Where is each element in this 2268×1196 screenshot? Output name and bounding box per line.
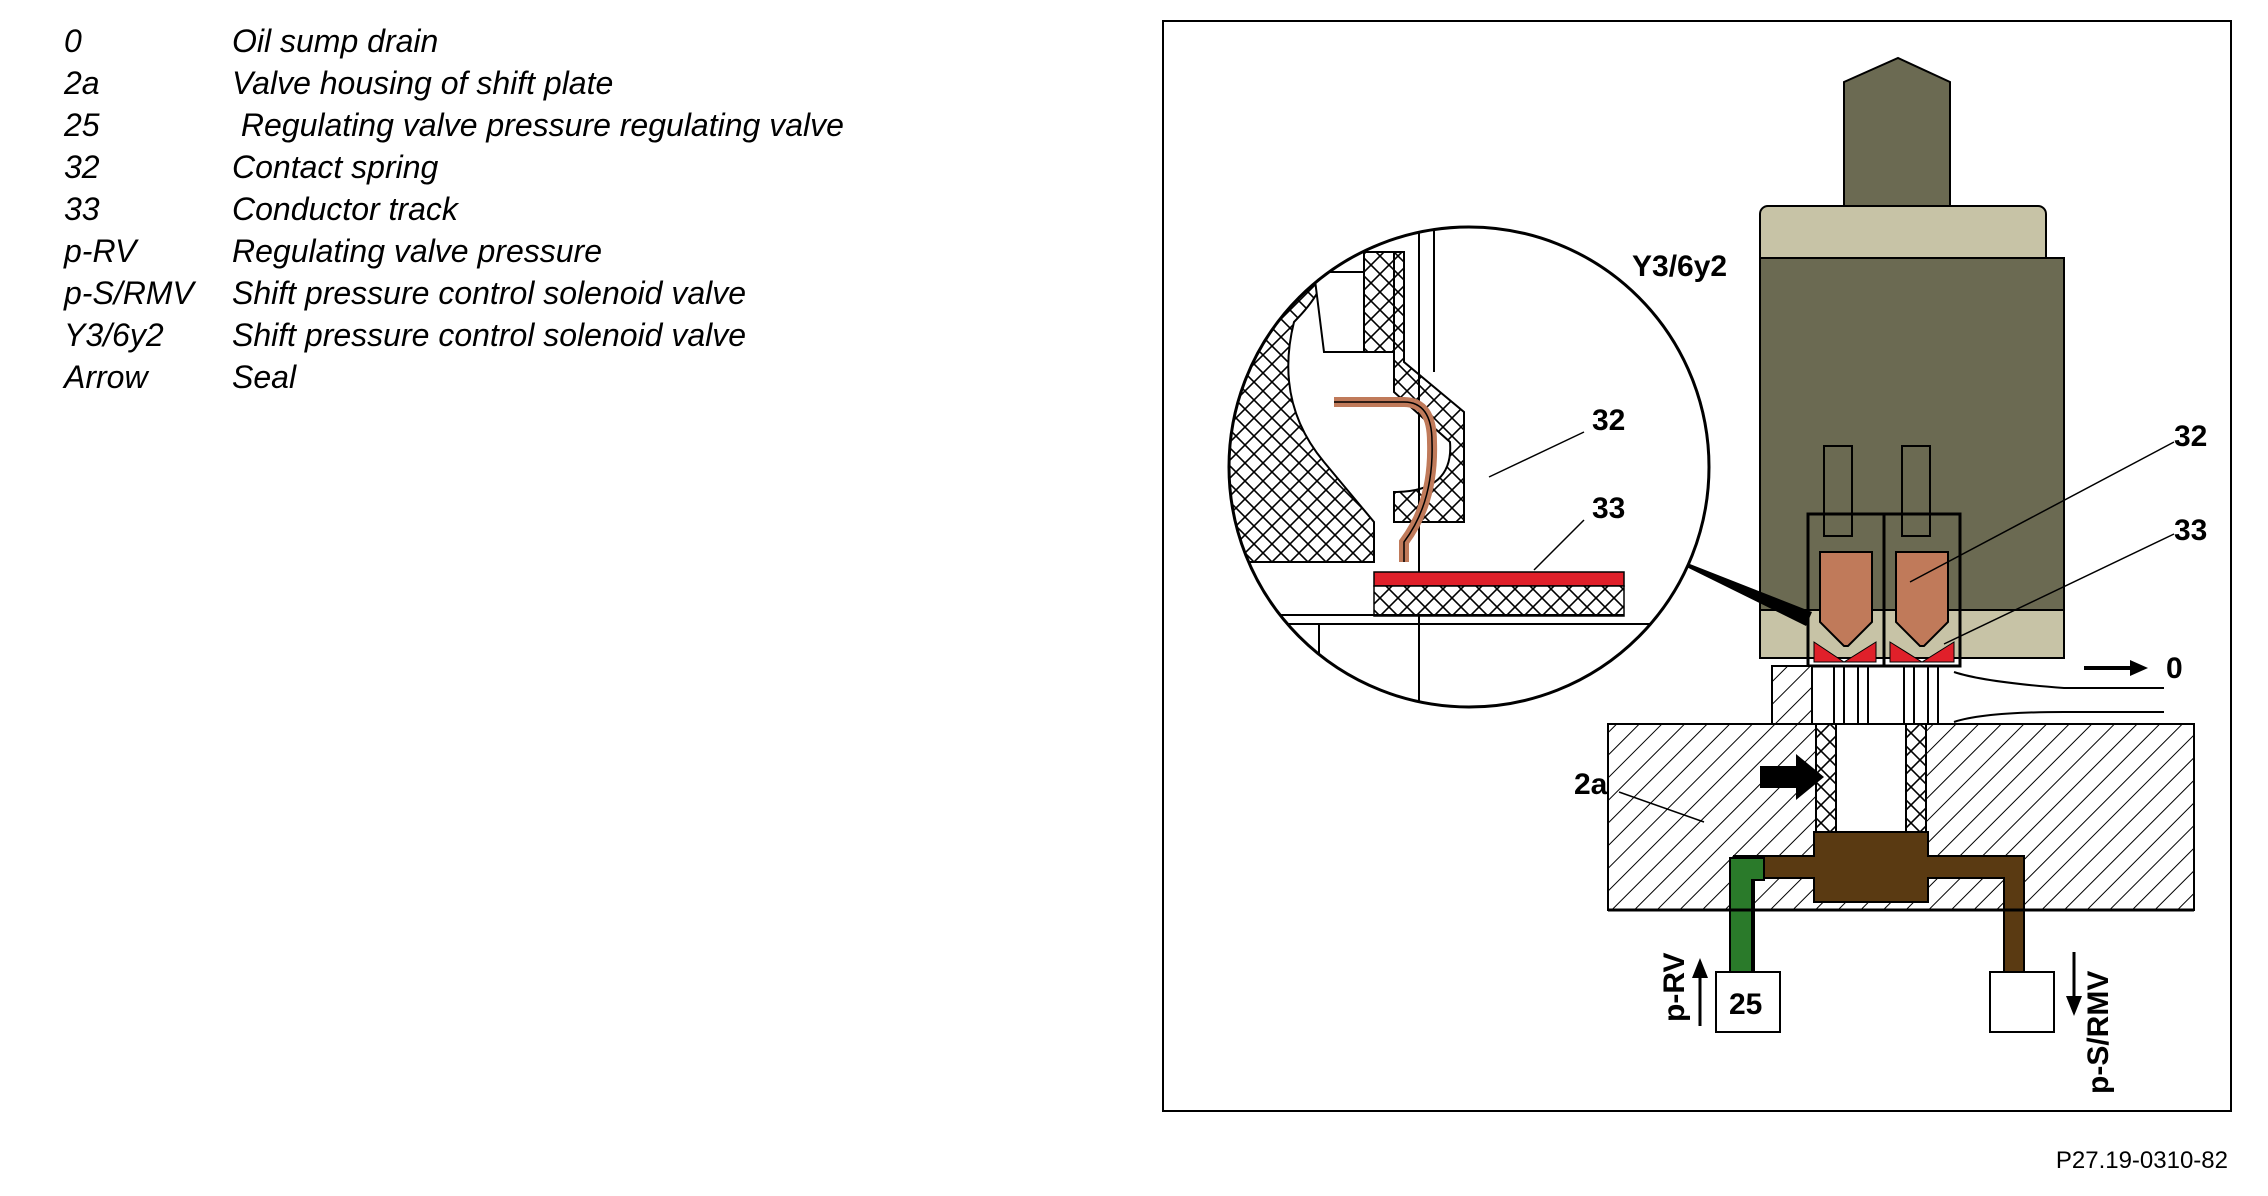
prv-flow-arrow [1692,958,1708,1026]
drain-arrow [2084,660,2148,676]
label-33: 33 [2174,514,2207,547]
legend-item: 33 Conductor track [64,188,844,230]
legend-code: 33 [64,190,100,227]
legend-code: Arrow [64,358,148,395]
legend-item: 2a Valve housing of shift plate [64,62,844,104]
solenoid-valve-diagram: Y3/6y2 32 33 32 33 0 2a 25 p-RV p-S/RMV [1227,56,2207,1094]
legend-item: 0 Oil sump drain [64,20,844,62]
legend-code: Y3/6y2 [64,316,164,353]
legend-description: Shift pressure control solenoid valve [232,316,747,353]
legend-description: Valve housing of shift plate [232,64,614,101]
label-33-detail: 33 [1592,492,1625,525]
legend-item: p-S/RMV Shift pressure control solenoid v… [64,272,844,314]
legend-description: Regulating valve pressure [232,232,602,269]
shift-pressure-valve-box [1989,971,2055,1033]
label-2a: 2a [1574,768,1608,801]
legend-item: 32 Contact spring [64,146,844,188]
label-32-detail: 32 [1592,404,1625,437]
psrmv-flow-arrow [2066,952,2082,1016]
legend-item: Arrow Seal [64,356,844,398]
leader-lines [1488,431,2175,823]
label-y3-6y2: Y3/6y2 [1632,250,1727,283]
legend-item: Y3/6y2 Shift pressure control solenoid va… [64,314,844,356]
diagram-frame: Y3/6y2 32 33 32 33 0 2a 25 p-RV p-S/RMV [1162,20,2232,1112]
valve-housing-2a [1607,723,2195,973]
regulating-valve-box [1715,971,1781,1033]
legend-code: p-RV [64,232,137,269]
seal-arrow [1760,754,1824,800]
figure-reference: P27.19-0310-82 [2055,1147,2228,1174]
legend-description: Contact spring [232,148,439,185]
legend-code: 0 [64,22,82,59]
legend-code: 32 [64,148,100,185]
legend-item: 25 Regulating valve pressure regulating … [64,104,844,146]
legend-code: 2a [64,64,100,101]
label-0: 0 [2166,652,2183,685]
legend-code: 25 [64,106,100,143]
legend-item: p-RV Regulating valve pressure [64,230,844,272]
legend-description: Shift pressure control solenoid valve [232,274,747,311]
solenoid-valve [1759,56,2065,668]
legend-description: Seal [232,358,297,395]
label-p-s-rmv: p-S/RMV [2082,971,2115,1094]
legend-code: p-S/RMV [64,274,194,311]
label-32: 32 [2174,420,2207,453]
legend-list: 0 Oil sump drain 2a Valve housing of shift… [64,20,844,398]
legend-description: Oil sump drain [232,22,439,59]
legend-description: Regulating valve pressure regulating val… [232,106,844,143]
label-p-rv: p-RV [1658,953,1691,1022]
label-25: 25 [1729,988,1762,1021]
legend-description: Conductor track [232,190,458,227]
detail-magnifier [1227,225,1812,709]
